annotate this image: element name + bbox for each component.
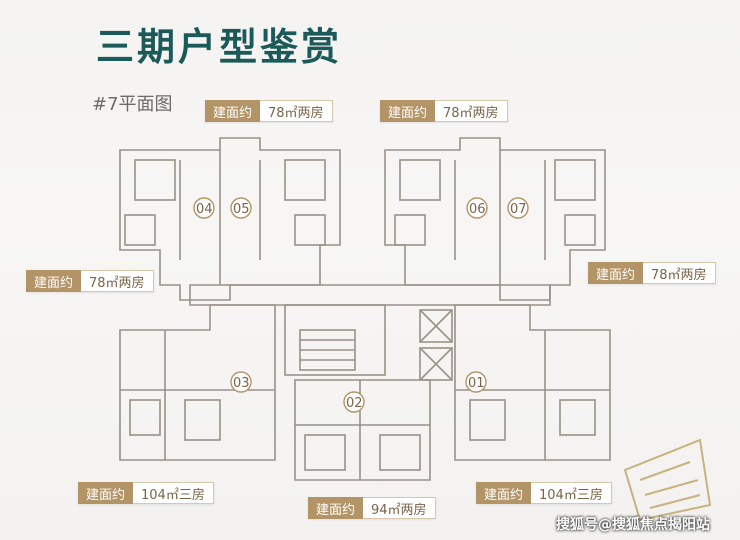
area-tag-mid-right: 建面约 78㎡两房: [588, 262, 716, 284]
unit-number: 01: [468, 376, 485, 391]
unit-marker: 07: [507, 197, 529, 219]
compass-stamp-icon: [623, 438, 712, 522]
unit-marker: 02: [343, 391, 365, 413]
unit-number: 05: [233, 202, 250, 217]
page-title: 三期户型鉴赏: [96, 25, 343, 69]
plan-subtitle: #7平面图: [92, 94, 173, 115]
area-tag-bottom-left: 建面约 104㎡三房: [78, 482, 214, 504]
area-tag-top-right: 建面约 78㎡两房: [380, 100, 508, 122]
unit-marker: 03: [230, 371, 252, 393]
area-tag-bottom-right: 建面约 104㎡三房: [476, 482, 612, 504]
unit-number: 07: [510, 202, 527, 217]
unit-marker: 04: [193, 197, 215, 219]
unit-number: 04: [196, 202, 213, 217]
area-tag-mid-left: 建面约 78㎡两房: [26, 270, 154, 292]
area-tag-top-left: 建面约 78㎡两房: [205, 100, 333, 122]
unit-number: 02: [346, 396, 363, 411]
area-tag-bottom-center: 建面约 94㎡两房: [308, 497, 436, 519]
unit-number: 03: [233, 376, 250, 391]
unit-marker: 01: [465, 371, 487, 393]
watermark: 搜狐号@搜狐焦点揭阳站: [556, 517, 710, 533]
unit-marker: 05: [230, 197, 252, 219]
unit-marker: 06: [466, 197, 488, 219]
unit-number: 06: [469, 202, 486, 217]
